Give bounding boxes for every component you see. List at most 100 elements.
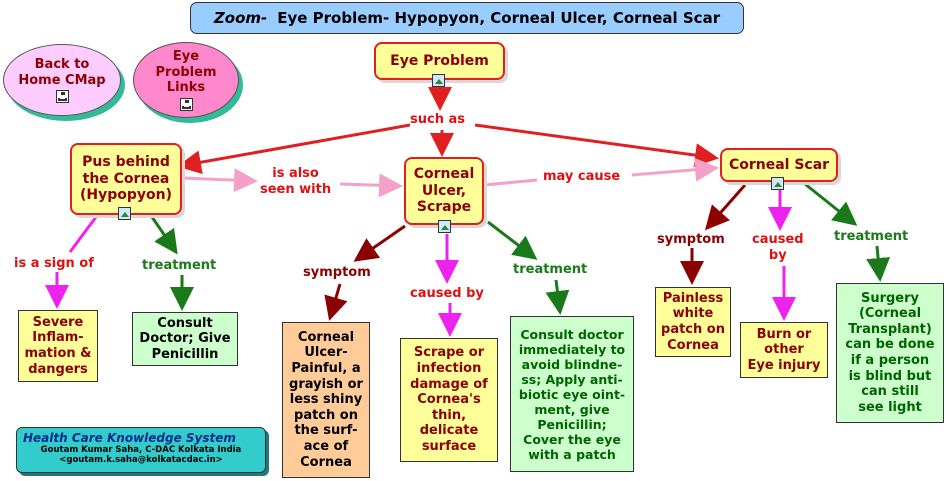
ulcer-cause-line4: Cornea's [417,392,481,408]
line-suchas-hypopyon [177,123,411,175]
links-line3: Links [166,80,206,96]
also-seen-line1: is also [272,166,319,181]
ulcer-cause-line5: thin, [431,407,467,423]
label-such-as: such as [410,112,465,128]
scar-symptom-line4: Cornea [667,337,719,353]
links-line1: Eye [172,49,200,65]
image-icon[interactable] [432,74,445,87]
label-symptom-ulcer: symptom [303,265,371,281]
line-scar-symptom [705,184,747,231]
caused-by-line2: by [768,247,787,263]
line-ulcer-symptom [353,224,406,262]
concept-eye-problem[interactable]: Eye Problem [374,42,505,80]
caused-by-line1: caused [752,232,804,247]
concept-hypopyon[interactable]: Pus behind the Cornea (Hypopyon) [70,143,182,215]
back-home-link[interactable]: Back to Home CMap [3,44,121,116]
ulcer-cause-line6: delicate [419,423,479,439]
eye-problem-label: Eye Problem [390,52,489,69]
line-hypopyon-alsoseen [182,168,258,193]
leaf-scar-cause[interactable]: Burn or other Eye injury [740,322,828,378]
ulcer-symptom-line4: grayish or [289,376,363,392]
hypopyon-line2: the Cornea [82,170,170,187]
ulcer-treat-line3: avoid blindne- [521,356,623,372]
image-icon[interactable] [771,177,784,190]
page-title: Zoom- Eye Problem- Hypopyon, Corneal Ulc… [190,2,744,34]
ulcer-treat-line2: immediately to [518,341,626,357]
line-treatment-ulcertreat [545,279,570,315]
title-text: Eye Problem- Hypopyon, Corneal Ulcer, Co… [277,9,721,27]
severe-line4: dangers [28,361,88,377]
ulcer-treat-line1: Consult doctor [520,326,624,342]
line-treatment-scartreat [866,245,891,282]
eye-problem-links[interactable]: Eye Problem Links [133,42,239,118]
concept-map-icon[interactable] [55,90,69,104]
label-caused-by-ulcer: caused by [410,286,484,302]
ulcer-symptom-line6: patch on [294,407,358,423]
scar-symptom-line1: Painless [662,290,724,306]
leaf-scar-treatment[interactable]: Surgery (Corneal Transplant) can be done… [836,283,944,423]
image-icon[interactable] [118,207,131,220]
label-may-cause: may cause [543,169,621,185]
title-prefix: Zoom- [213,9,268,27]
ulcer-symptom-line2: Ulcer- [304,345,348,361]
label-sign-of: is a sign of [14,256,94,272]
ulcer-line2: Ulcer, [421,182,467,199]
ulcer-line3: Scrape [416,199,472,216]
ulcer-treat-line9: with a patch [528,446,616,462]
ulcer-treat-line5: biotic eye oint- [518,386,626,402]
ulcer-symptom-line3: Painful, a [291,361,361,377]
severe-line2: Inflam- [32,330,84,346]
label-also-seen: is also seen with [260,166,332,198]
scar-treat-line8: see light [858,399,922,415]
ulcer-cause-line1: Scrape or [413,345,485,361]
ulcer-symptom-line5: less shiny [289,392,363,408]
label-caused-by-scar: caused by [752,232,804,264]
leaf-consult-doctor[interactable]: Consult Doctor; Give Penicillin [132,312,238,366]
ulcer-symptom-line8: ace of [303,438,349,454]
ulcer-cause-line7: surface [421,438,477,454]
line-symptom-ulcersym [324,283,348,321]
label-treatment-ulcer: treatment [513,262,588,278]
label-treatment-scar: treatment [834,229,909,245]
leaf-scar-symptom[interactable]: Painless white patch on Cornea [655,287,731,357]
ulcer-symptom-line1: Corneal [297,329,355,345]
leaf-severe-inflammation[interactable]: Severe Inflam- mation & dangers [18,310,98,382]
back-home-line1: Back to [34,56,90,72]
image-icon[interactable] [438,220,451,233]
credit-author: Goutam Kumar Saha, C-DAC Kolkata India [40,445,242,455]
line-ulcer-maycause [484,178,538,187]
concept-map-icon[interactable] [179,97,193,111]
ulcer-treat-line8: Cover the eye [523,431,621,447]
concept-corneal-scar[interactable]: Corneal Scar [720,148,838,182]
leaf-ulcer-symptom[interactable]: Corneal Ulcer- Painful, a grayish or les… [282,322,370,478]
ulcer-treat-line7: Penicillin; [537,416,607,432]
credit-box: Health Care Knowledge System Goutam Kuma… [16,427,266,473]
ulcer-cause-line2: infection [416,361,482,377]
leaf-ulcer-cause[interactable]: Scrape or infection damage of Cornea's t… [400,338,498,462]
severe-line1: Severe [32,314,84,330]
scar-treat-line1: Surgery [860,290,920,306]
hypopyon-line3: (Hypopyon) [79,187,172,204]
severe-line3: mation & [24,346,92,361]
scar-treat-line2: (Corneal [858,306,922,322]
scar-treat-line6: is blind but [848,368,932,384]
line-maycause-scar [631,157,719,182]
ulcer-line1: Corneal [413,165,475,182]
ulcer-treat-line4: ss; Apply anti- [521,371,623,387]
hypopyon-line1: Pus behind [82,153,170,170]
ulcer-symptom-line9: Cornea [300,454,352,470]
label-symptom-scar: symptom [657,232,725,248]
leaf-ulcer-treatment[interactable]: Consult doctor immediately to avoid blin… [510,316,634,472]
scar-treat-line3: Transplant) [848,321,932,337]
line-hypopyon-signof [68,216,98,253]
scar-label: Corneal Scar [728,156,830,173]
scar-treat-line7: can still [861,384,919,400]
line-hypopyon-treatment [150,216,178,255]
consult-line3: Penicillin [151,346,219,362]
concept-corneal-ulcer[interactable]: Corneal Ulcer, Scrape [404,157,484,225]
scar-cause-line1: Burn or [756,326,812,342]
scar-cause-line2: other [764,342,804,358]
line-ulcer-treatment [487,220,538,260]
credit-title: Health Care Knowledge System [23,431,236,445]
